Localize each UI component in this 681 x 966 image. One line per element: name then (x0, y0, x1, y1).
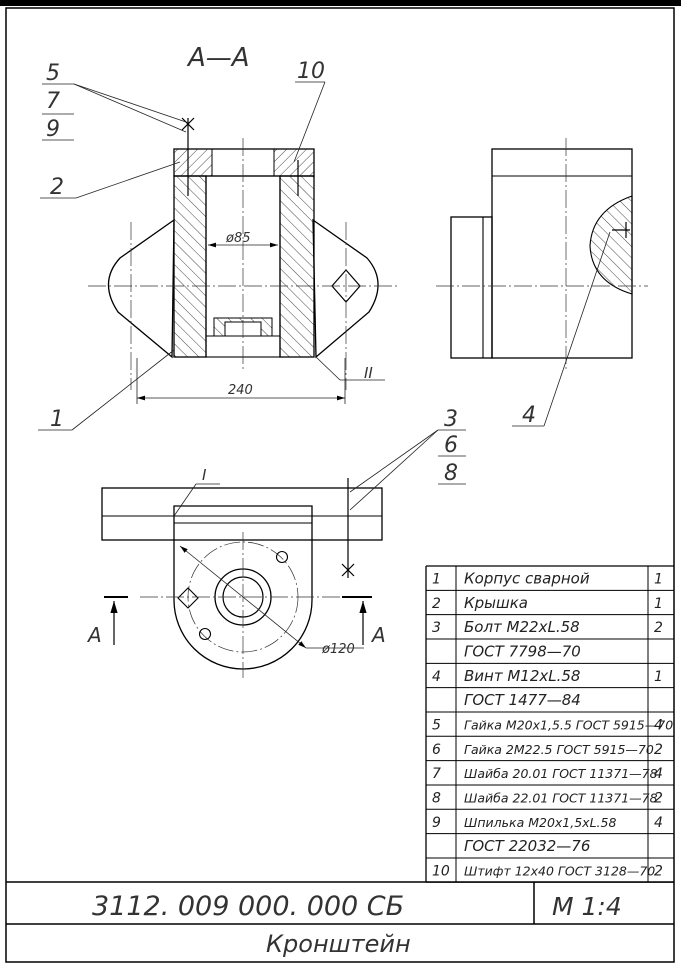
spec-name-cell: ГОСТ 7798—70 (464, 643, 581, 661)
side-view: 4 (436, 138, 648, 428)
bore-dimension: ø85 (225, 231, 251, 246)
spec-pos-cell: 7 (432, 766, 441, 782)
leader-9: 9 (46, 117, 60, 142)
drawing-name: Кронштейн (266, 930, 411, 958)
leader-10: 10 (297, 59, 325, 84)
spec-name-cell: Винт М12xL.58 (464, 667, 580, 685)
drawing-scale: М 1:4 (552, 892, 622, 921)
drawing-designation: 3112. 009 000. 000 СБ (92, 891, 404, 922)
cut-mark-right: A (370, 623, 386, 647)
spec-pos-cell: 9 (432, 815, 441, 831)
right-wall (279, 175, 315, 358)
spec-name-cell: Шайба 20.01 ГОСТ 11371—78 (464, 766, 658, 781)
spec-pos-cell: 6 (432, 742, 441, 758)
section-view-a-a: A—A ø85 240 (88, 43, 400, 404)
spec-pos-cell: 1 (432, 572, 441, 588)
top-band (0, 0, 681, 6)
left-wall (173, 175, 207, 358)
leader-2: 2 (50, 175, 64, 200)
detail-mark-2: II (364, 364, 373, 382)
spec-qty-cell: 1 (654, 572, 663, 588)
spec-pos-cell: 10 (432, 863, 450, 879)
spec-name-cell: ГОСТ 1477—84 (464, 691, 581, 709)
drawing-frame (5, 7, 675, 963)
leaders-top: 5 7 9 10 2 1 (38, 59, 326, 432)
spec-name-cell: Шпилька М20x1,5xL.58 (464, 815, 616, 830)
spec-pos-cell: 4 (432, 669, 441, 685)
leader-6: 6 (444, 433, 458, 458)
spec-name-cell: Гайка М20x1,5.5 ГОСТ 5915—70 (464, 717, 673, 732)
spec-qty-cell: 2 (654, 620, 663, 636)
spec-name-cell: Штифт 12x40 ГОСТ 3128—70 (464, 863, 655, 878)
leader-7: 7 (46, 89, 60, 114)
plan-view: ø120 I A A 3 6 8 (86, 407, 466, 678)
leader-1: 1 (50, 407, 64, 432)
width-dimension: 240 (228, 383, 253, 398)
spec-name-cell: Гайка 2М22.5 ГОСТ 5915—70 (464, 742, 654, 757)
spec-name-cell: ГОСТ 22032—76 (464, 837, 590, 855)
spec-qty-cell: 4 (654, 717, 663, 733)
spec-name-cell: Крышка (464, 594, 528, 612)
title-block: 3112. 009 000. 000 СБ М 1:4 Кронштейн (6, 881, 674, 958)
cut-mark-left: A (86, 623, 102, 647)
circle-dimension: ø120 (321, 642, 355, 657)
spec-name-cell: Корпус сварной (464, 570, 590, 588)
spec-pos-cell: 2 (432, 596, 441, 612)
detail-mark-1: I (202, 466, 207, 484)
leader-5: 5 (46, 61, 60, 86)
leader-8: 8 (444, 461, 458, 486)
spec-qty-cell: 1 (654, 669, 663, 685)
spec-qty-cell: 2 (654, 790, 663, 806)
section-label: A—A (186, 43, 250, 73)
leader-3: 3 (444, 407, 458, 432)
spec-qty-cell: 4 (654, 815, 663, 831)
spec-name-cell: Шайба 22.01 ГОСТ 11371—78 (464, 790, 658, 805)
spec-pos-cell: 3 (432, 620, 441, 636)
spec-pos-cell: 5 (432, 717, 441, 733)
spec-qty-cell: 4 (654, 766, 663, 782)
spec-qty-cell: 1 (654, 596, 663, 612)
leader-4: 4 (522, 403, 536, 428)
spec-name-cell: Болт М22xL.58 (464, 618, 580, 636)
spec-pos-cell: 8 (432, 790, 441, 806)
spec-qty-cell: 2 (654, 863, 663, 879)
spec-qty-cell: 2 (654, 742, 663, 758)
